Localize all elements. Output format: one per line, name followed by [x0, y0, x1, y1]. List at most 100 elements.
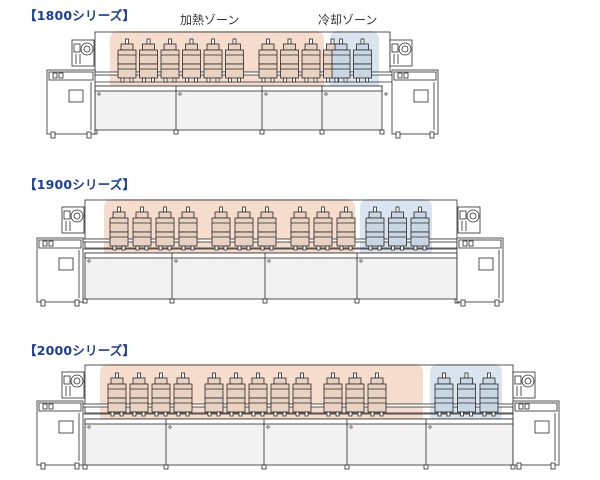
- base-foot: [261, 464, 267, 470]
- unit-lower-body: [107, 397, 127, 413]
- unit-body: [388, 217, 407, 233]
- unit-lower-body: [313, 231, 333, 247]
- cabinet-foot: [86, 131, 92, 139]
- unit-lower-body: [155, 231, 175, 247]
- base-foot: [262, 298, 268, 304]
- unit-body: [129, 383, 149, 399]
- unit-lower-body: [345, 397, 365, 413]
- unit-foot: [215, 77, 220, 83]
- unit-lower-body: [178, 231, 198, 247]
- unit-foot: [446, 411, 451, 417]
- heater-unit: [155, 206, 175, 251]
- unit-foot: [326, 411, 331, 417]
- fan-hub-icon: [83, 45, 91, 53]
- unit-foot: [206, 77, 211, 83]
- heater-unit: [109, 206, 129, 251]
- unit-knob: [137, 372, 141, 379]
- left-control-box: [71, 39, 95, 67]
- unit-foot: [282, 411, 287, 417]
- control-box-slot: [514, 375, 522, 385]
- unit-cap: [207, 377, 221, 385]
- base-foot: [344, 464, 350, 470]
- unit-cap: [176, 377, 190, 385]
- unit-foot: [343, 77, 348, 83]
- right-control-box: [457, 206, 481, 234]
- right-control-box: [389, 39, 413, 67]
- control-box-slot: [73, 43, 81, 53]
- unit-foot: [368, 245, 373, 251]
- heater-unit: [345, 372, 365, 417]
- unit-cap: [185, 43, 198, 51]
- unit-body: [204, 383, 224, 399]
- unit-foot: [185, 411, 190, 417]
- right-cabinet: [456, 237, 504, 307]
- cabinet-foot: [50, 131, 56, 139]
- unit-foot: [144, 245, 149, 251]
- unit-foot: [295, 411, 300, 417]
- heater-unit: [107, 372, 127, 417]
- cabinet-panel: [478, 257, 494, 271]
- heater-unit: [160, 38, 180, 83]
- unit-foot: [304, 411, 309, 417]
- unit-body: [182, 49, 201, 65]
- unit-foot: [119, 411, 124, 417]
- base-foot: [319, 129, 325, 135]
- unit-cap: [413, 211, 427, 219]
- cooler-unit: [410, 206, 430, 251]
- unit-cap: [135, 211, 149, 219]
- unit-knob: [115, 372, 119, 379]
- control-box-slot: [459, 210, 467, 220]
- cabinet-button: [52, 72, 58, 79]
- unit-foot: [151, 77, 155, 83]
- unit-lower-body: [129, 397, 149, 413]
- unit-body: [345, 383, 365, 399]
- bolt-icon: [87, 425, 91, 429]
- unit-body: [367, 383, 387, 399]
- cabinet-button: [524, 403, 530, 410]
- unit-knob: [487, 372, 491, 379]
- unit-foot: [251, 411, 256, 417]
- unit-cap: [228, 43, 241, 51]
- base-foot: [82, 464, 88, 470]
- unit-cap: [368, 211, 382, 219]
- bolt-icon: [264, 92, 268, 96]
- bolt-icon: [87, 259, 91, 263]
- unit-foot: [185, 77, 189, 83]
- heater-unit: [151, 372, 171, 417]
- unit-knob: [265, 206, 269, 213]
- unit-foot: [269, 245, 274, 251]
- unit-body: [225, 49, 244, 65]
- cabinet-top-strip: [38, 239, 82, 249]
- unit-knob: [360, 38, 365, 45]
- unit-foot: [260, 411, 265, 417]
- heating-zone-label: 加熱ゾーン: [180, 13, 240, 27]
- unit-cap: [260, 211, 274, 219]
- unit-body: [479, 383, 499, 399]
- unit-cap: [273, 377, 287, 385]
- cabinet-button: [42, 403, 48, 410]
- unit-body: [132, 217, 152, 233]
- unit-foot: [214, 245, 219, 251]
- unit-foot: [491, 411, 496, 417]
- unit-cap: [304, 43, 318, 51]
- unit-body: [331, 49, 351, 65]
- unit-knob: [339, 38, 343, 45]
- base-foot: [423, 464, 429, 470]
- unit-body: [292, 383, 312, 399]
- unit-body: [257, 217, 277, 233]
- heater-unit: [313, 206, 333, 251]
- cooler-unit: [479, 372, 499, 417]
- unit-foot: [413, 245, 418, 251]
- unit-cap: [370, 377, 384, 385]
- unit-lower-body: [204, 397, 224, 413]
- cabinet-foot: [395, 131, 401, 139]
- cabinet-foot: [550, 462, 556, 470]
- heater-unit: [292, 372, 312, 417]
- cabinet-top-strip: [38, 402, 82, 412]
- unit-foot: [261, 77, 266, 83]
- unit-foot: [163, 411, 168, 417]
- heater-unit: [234, 206, 254, 251]
- unit-body: [353, 49, 372, 65]
- fan-hub-icon: [469, 212, 477, 220]
- bolt-icon: [97, 92, 101, 96]
